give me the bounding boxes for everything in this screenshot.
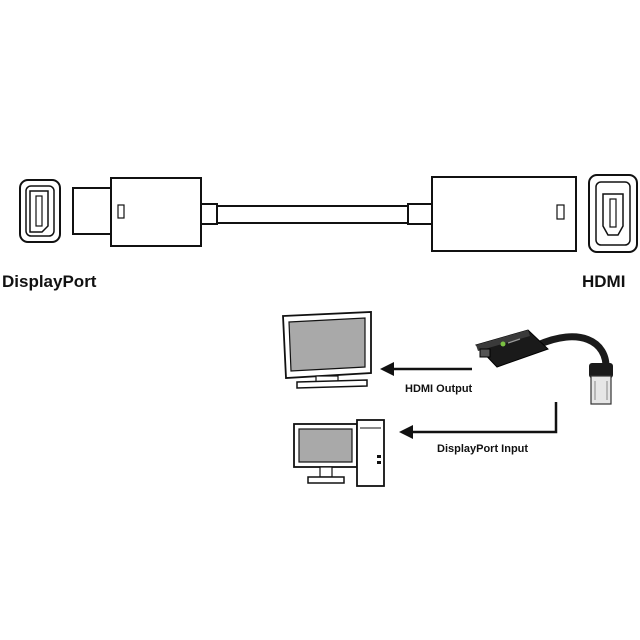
monitor-icon	[282, 311, 372, 389]
cable	[217, 205, 408, 224]
displayport-plug-icon	[72, 177, 218, 247]
hdmi-port-icon	[588, 174, 638, 253]
hdmi-output-arrow	[380, 362, 472, 376]
hdmi-label: HDMI	[582, 272, 625, 291]
hdmi-output-label: HDMI Output	[405, 383, 473, 395]
displayport-input-label: DisplayPort Input	[437, 443, 528, 455]
hdmi-adapter-icon	[475, 329, 613, 405]
displayport-label: DisplayPort	[2, 272, 97, 291]
desktop-computer-icon	[293, 419, 385, 487]
displayport-port-icon	[19, 179, 61, 243]
hdmi-housing-icon	[407, 176, 577, 252]
displayport-input-arrow	[399, 402, 558, 439]
